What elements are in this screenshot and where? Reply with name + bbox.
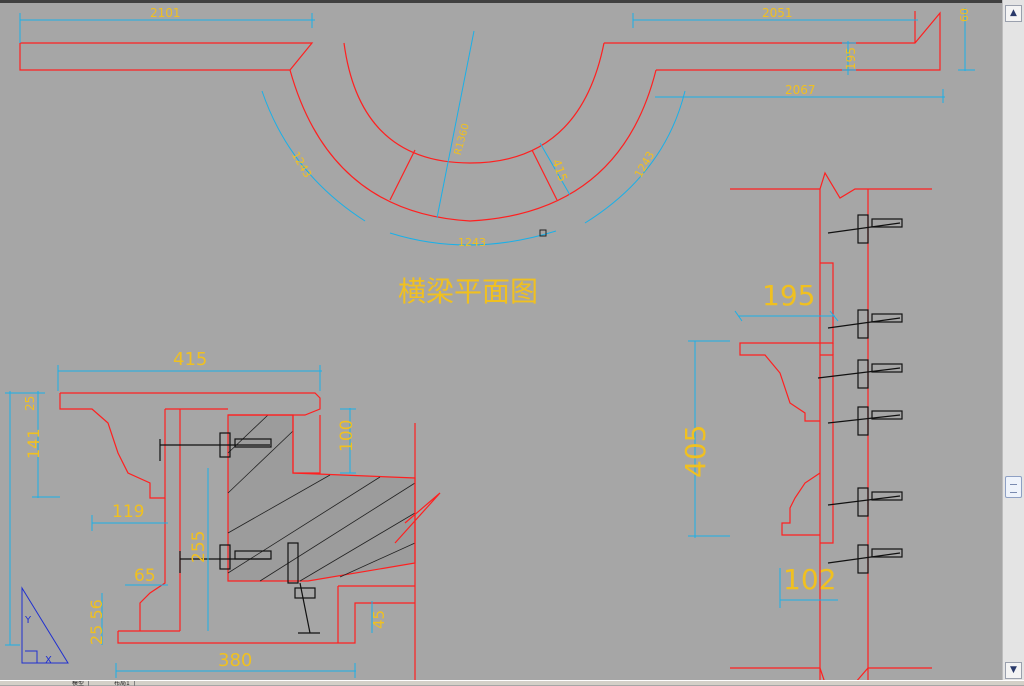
dim-section-offset-119: 119 bbox=[112, 502, 144, 522]
vertical-scrollbar[interactable]: ▲ ▼ bbox=[1002, 0, 1024, 680]
tab-model[interactable]: 模型 bbox=[68, 681, 90, 686]
section-left-geometry bbox=[59, 392, 441, 683]
scroll-thumb[interactable] bbox=[1005, 476, 1022, 498]
section-left-dimension-lines bbox=[5, 365, 373, 678]
scroll-grip-icon bbox=[1010, 484, 1017, 493]
ucs-axis-x: X bbox=[45, 655, 52, 666]
dim-plan-arc-right: 1243 bbox=[632, 149, 657, 180]
dim-section-height-255: 255 bbox=[189, 531, 209, 563]
dim-section-width-top: 415 bbox=[173, 349, 207, 370]
layout-tab-bar: 模型 布局1 bbox=[0, 680, 1024, 686]
dim-plan-radius: R1360 bbox=[453, 122, 472, 156]
section-right-anchor-bolts bbox=[817, 214, 903, 574]
dim-right-height-405: 405 bbox=[679, 425, 712, 478]
dim-section-lower: 25 56 bbox=[87, 599, 106, 645]
drawing-title: 横梁平面图 bbox=[398, 275, 538, 308]
dim-plan-corner: 60 bbox=[958, 8, 971, 22]
dim-plan-arc-left: 1243 bbox=[289, 149, 314, 180]
section-right-geometry bbox=[730, 171, 932, 683]
grip-marker[interactable] bbox=[539, 229, 547, 237]
dim-section-offset-65: 65 bbox=[134, 566, 156, 586]
tab-layout1[interactable]: 布局1 bbox=[110, 681, 135, 686]
plan-dimension-lines bbox=[19, 8, 975, 246]
cad-drawing-canvas[interactable]: 2101 2051 60 195 2067 R1360 1243 1243 12… bbox=[0, 3, 1002, 683]
section-right-dimension-lines bbox=[688, 310, 839, 608]
dim-section-depth-45: 45 bbox=[370, 610, 388, 629]
dim-plan-arc-center: 1243 bbox=[458, 236, 486, 249]
scroll-up-button[interactable]: ▲ bbox=[1005, 5, 1022, 22]
ucs-icon bbox=[21, 586, 69, 664]
section-left-anchor-bolts bbox=[159, 432, 320, 634]
dim-section-small-top: 25 bbox=[23, 396, 37, 411]
dim-section-depth-100: 100 bbox=[337, 420, 357, 452]
dim-right-width-195: 195 bbox=[762, 279, 815, 312]
dim-plan-right-run: 2067 bbox=[785, 83, 816, 97]
scroll-down-button[interactable]: ▼ bbox=[1005, 662, 1022, 679]
drawing-viewport[interactable]: 2101 2051 60 195 2067 R1360 1243 1243 12… bbox=[0, 0, 1002, 683]
ucs-axis-y: Y bbox=[24, 615, 32, 626]
dim-plan-top-left: 2101 bbox=[150, 6, 181, 20]
dim-plan-thickness: 195 bbox=[844, 47, 858, 70]
dim-section-width-bottom: 380 bbox=[218, 650, 252, 671]
dim-right-width-102: 102 bbox=[783, 563, 836, 596]
dim-plan-top-right: 2051 bbox=[762, 6, 793, 20]
dim-plan-depth: 415 bbox=[549, 157, 570, 183]
dim-section-height-141: 141 bbox=[24, 428, 43, 459]
